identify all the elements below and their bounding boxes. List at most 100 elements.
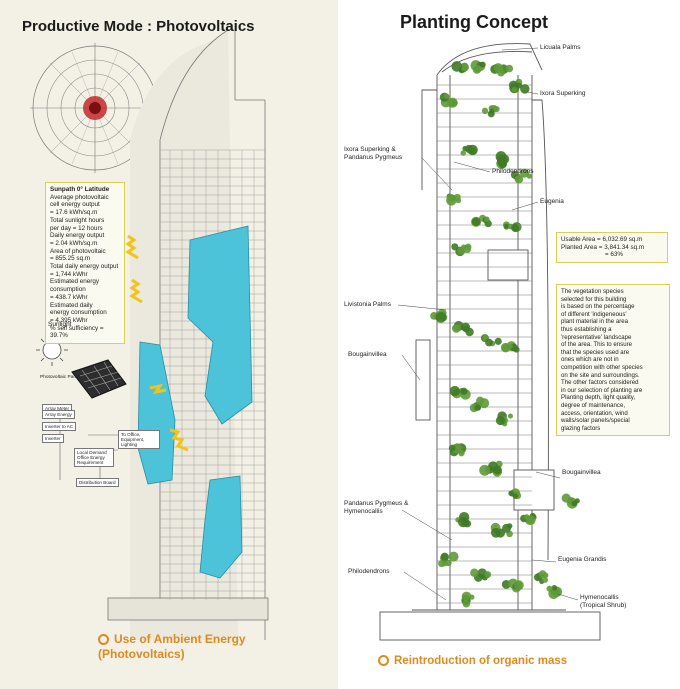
species-info-line: 'representative' landscape <box>561 333 632 341</box>
species-info-line: competition with other species <box>561 363 643 371</box>
energy-info-line: = 2.04 kWh/sq.m <box>50 239 98 247</box>
energy-info-line: Total sunlight hours <box>50 216 105 224</box>
energy-info-line: = 855.25 sq.m <box>50 255 91 263</box>
label-eugenia: Eugenia <box>540 198 564 205</box>
sunpath-title: Sunpath 0° Latitude <box>50 186 110 193</box>
plant-blob <box>448 444 456 452</box>
photovoltaics-drawing <box>30 29 269 640</box>
plant-blob <box>523 514 530 520</box>
species-info-line: plant material in the area <box>561 318 629 326</box>
plant-blob <box>460 322 471 332</box>
inverter-box: Inverter <box>42 434 64 443</box>
label-ixora-pandanus-2: Pandanus Pygmeus <box>344 154 403 161</box>
solar-panel-icon <box>71 359 127 399</box>
energy-info-line: per day = 12 hours <box>50 224 103 232</box>
plant-blob <box>481 107 489 115</box>
planting-panel: Planting Concept Licuala Palms Ixora Sup… <box>342 0 680 689</box>
label-eugenia-grandis: Eugenia Grandis <box>558 556 607 563</box>
area-line-1: Usable Area = 6,032.69 sq.m <box>561 236 643 243</box>
leader-lines <box>397 47 579 601</box>
plant-blob <box>520 168 530 178</box>
plant-blob <box>508 80 519 90</box>
distribution-board-box: Distribution Board <box>76 478 119 487</box>
species-info-line: on the site and surroundings. <box>561 371 640 379</box>
plant-blob <box>487 110 495 118</box>
label-livistonia: Livistonia Palms <box>344 301 391 308</box>
right-caption: Reintroduction of organic mass <box>378 654 567 669</box>
plant-blob <box>462 594 470 602</box>
plant-blob <box>473 65 482 73</box>
energy-info-line: Daily energy output <box>50 232 105 240</box>
caption-bullet-icon <box>378 655 389 667</box>
species-info-line: that the species used are <box>561 348 630 356</box>
plant-blob <box>505 64 514 73</box>
energy-info-line: = 4,395 kWhr <box>50 316 88 324</box>
plant-blob <box>460 387 468 395</box>
plant-blob <box>511 87 517 93</box>
sunlight-label: Sunlight <box>48 321 72 328</box>
energy-info-box: Sunpath 0° Latitude Average photovoltaic… <box>45 182 125 345</box>
plant-blob <box>538 570 547 579</box>
species-info-line: walls/solar panels/special <box>561 417 630 425</box>
label-philodendrons-top: Philodendrons <box>492 168 534 175</box>
energy-info-line: Estimated daily <box>50 301 93 309</box>
area-line-3: = 63% <box>605 251 624 259</box>
label-ixora: Ixora Superking <box>540 90 586 97</box>
inverter-ac-box: Inverter to AC <box>42 422 77 431</box>
plant-blob <box>542 577 548 583</box>
plant-blob <box>474 404 482 411</box>
energy-info-line: consumption <box>50 286 86 294</box>
plant-blob <box>546 585 553 592</box>
plant-blob <box>492 465 502 475</box>
label-bougainvillea-left: Bougainvillea <box>348 351 387 358</box>
plant-blob <box>526 173 532 179</box>
plant-blob <box>479 464 491 476</box>
plant-blob <box>451 243 459 251</box>
plant-blob <box>514 174 524 184</box>
label-pandanus-hymeno-2: Hymenocallis <box>344 508 383 515</box>
label-licuala: Licuala Palms <box>540 44 581 51</box>
plant-blob <box>470 568 479 577</box>
right-title: Planting Concept <box>400 12 548 32</box>
plant-blob <box>448 551 459 562</box>
plant-blob <box>561 493 571 503</box>
local-demand-box: Local Demand Office Energy Requirement <box>74 448 114 467</box>
office-equipment-box: To Office, Equipment, Lighting <box>118 430 160 449</box>
plant-blob <box>435 311 447 323</box>
energy-info-line: Estimated energy <box>50 278 100 286</box>
pv-panel-label: Photovoltaic Panel <box>40 375 80 380</box>
plant-blob <box>484 216 490 223</box>
plant-blob <box>502 523 512 533</box>
plant-blob <box>494 337 502 345</box>
energy-info-line: = 1,744 kWhr <box>50 270 88 278</box>
plant-blob <box>457 516 469 528</box>
plant-blob <box>508 490 514 497</box>
plant-blob <box>511 223 520 233</box>
caption-text: Reintroduction of organic mass <box>394 655 568 667</box>
energy-info-line: Total daily energy output <box>50 263 119 271</box>
plant-blob <box>495 415 506 426</box>
tower-structure <box>379 43 601 641</box>
plant-blob <box>453 325 460 331</box>
energy-info-line: Area of photovoltaic <box>50 247 106 255</box>
plant-blob <box>574 498 580 504</box>
energy-info-line: energy consumption <box>50 309 107 317</box>
plant-blob <box>520 84 530 94</box>
left-caption: Use of Ambient Energy (Photovoltaics) <box>98 632 246 662</box>
area-info-box: Usable Area = 6,032.69 sq.m Planted Area… <box>556 232 668 264</box>
caption-line-2: (Photovoltaics) <box>98 647 185 661</box>
label-philodendrons-bottom: Philodendrons <box>348 568 390 575</box>
plant-blob <box>443 93 450 100</box>
energy-info-line: cell energy output <box>50 201 100 209</box>
plant-blob <box>493 63 503 73</box>
plant-blob <box>440 552 449 562</box>
planting-drawing <box>379 43 601 641</box>
plant-blob <box>455 197 462 204</box>
species-info-line: of the area. This to ensure <box>561 341 633 349</box>
species-info-line: The other factors considered <box>561 379 639 387</box>
plant-blob <box>490 527 501 538</box>
pv-panel-lower <box>199 475 243 579</box>
species-info-line: access, orientation, wind <box>561 409 628 417</box>
species-info-line: The vegetation species <box>561 288 624 295</box>
